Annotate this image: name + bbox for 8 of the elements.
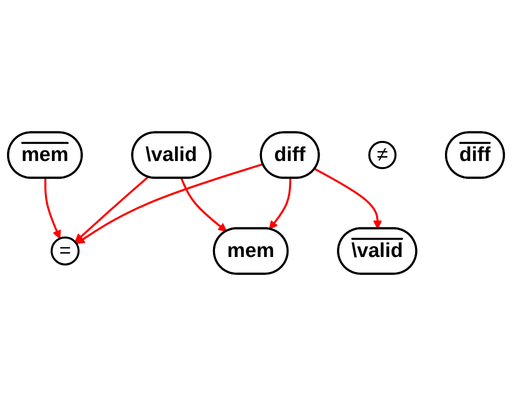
arrow — [269, 178, 292, 230]
node-circle: ≠ — [368, 140, 397, 170]
arrow — [44, 178, 61, 239]
arrow — [180, 178, 227, 232]
arrow — [74, 176, 149, 242]
arrow — [76, 163, 264, 244]
arrow — [314, 168, 382, 230]
node-circle: = — [50, 236, 80, 266]
